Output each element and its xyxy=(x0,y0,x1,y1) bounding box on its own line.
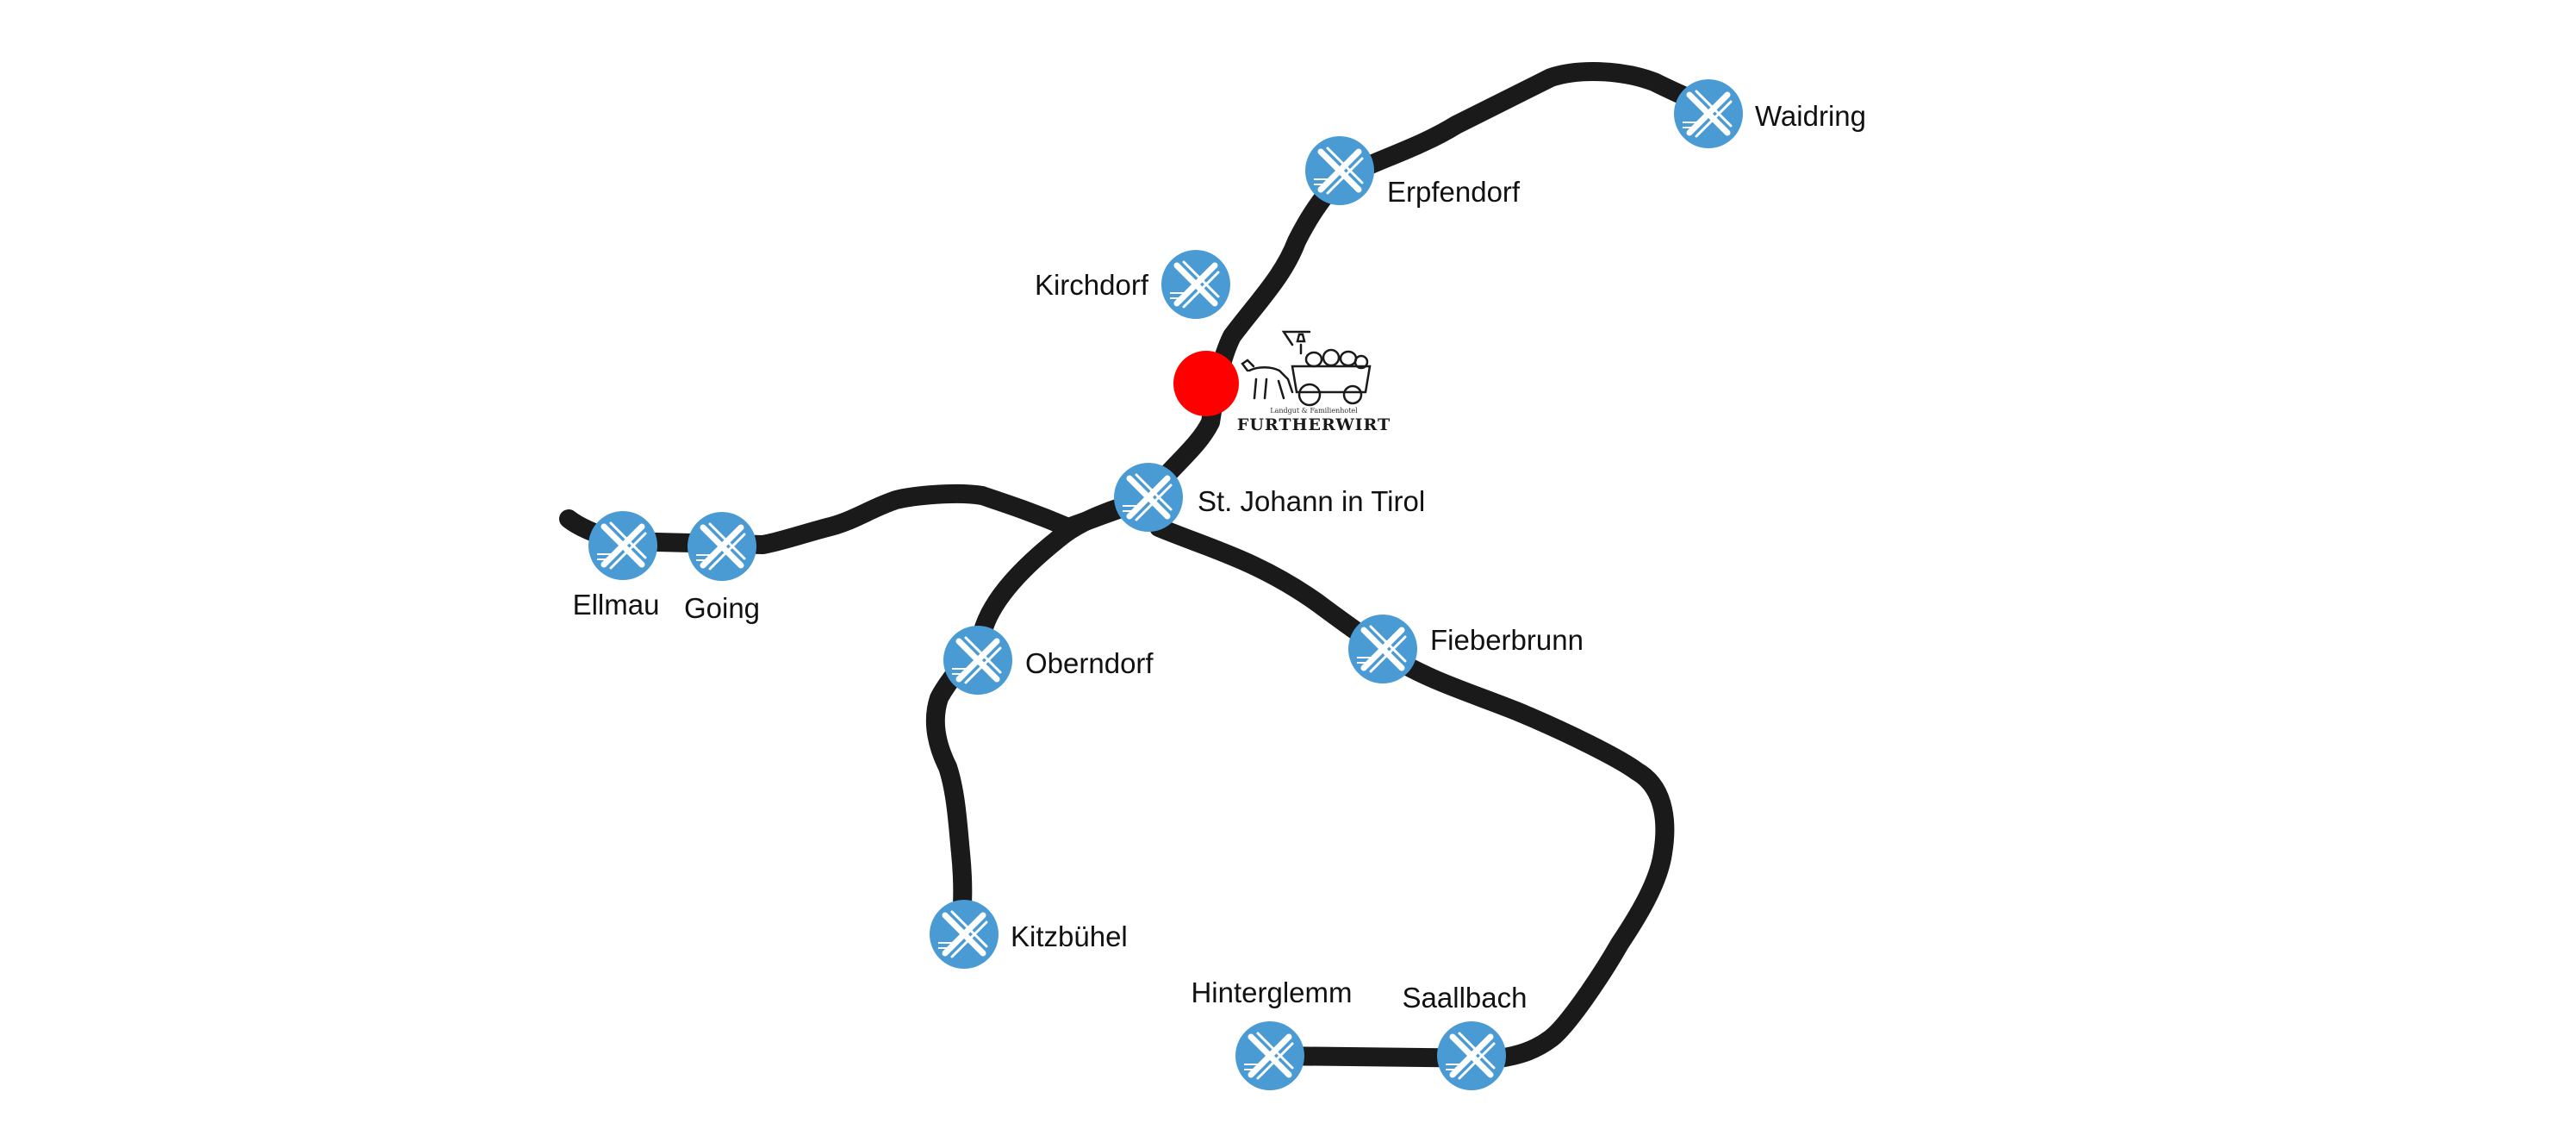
ski-icon xyxy=(1235,1021,1304,1090)
station-hinterglemm[interactable]: Hinterglemm xyxy=(1191,976,1353,1090)
ski-icon xyxy=(930,900,999,969)
ski-icon xyxy=(943,626,1012,695)
station-label: Kirchdorf xyxy=(1035,269,1149,301)
road-stjohann-oberndorf-kitzbuehel xyxy=(925,490,1155,936)
station-going[interactable]: Going xyxy=(684,512,760,624)
station-st-johann[interactable]: St. Johann in Tirol xyxy=(1114,463,1425,532)
logo-name: FURTHERWIRT xyxy=(1237,415,1391,434)
station-label: Waidring xyxy=(1755,100,1866,132)
ski-icon xyxy=(1348,615,1417,683)
station-fieberbrunn[interactable]: Fieberbrunn xyxy=(1348,615,1584,683)
station-oberndorf[interactable]: Oberndorf xyxy=(943,626,1154,695)
station-label: St. Johann in Tirol xyxy=(1198,485,1425,517)
logo-subtitle: Landgut & Familienhotel xyxy=(1270,407,1358,415)
station-kitzbuehel[interactable]: Kitzbühel xyxy=(930,900,1128,969)
station-label: Hinterglemm xyxy=(1191,976,1352,1008)
road-stjohann-fieberbrunn-saalbach xyxy=(1149,518,1675,1068)
ski-icon xyxy=(688,512,756,581)
station-waidring[interactable]: Waidring xyxy=(1674,79,1866,148)
ski-icon xyxy=(1437,1021,1506,1090)
horse-carriage-logo xyxy=(1241,330,1372,407)
station-label: Kitzbühel xyxy=(1011,920,1128,952)
station-label: Oberndorf xyxy=(1025,647,1154,679)
ski-icon xyxy=(1161,250,1230,319)
station-erpfendorf[interactable]: Erpfendorf xyxy=(1305,136,1521,208)
station-kirchdorf[interactable]: Kirchdorf xyxy=(1035,250,1230,319)
ski-icon xyxy=(1114,463,1183,532)
station-label: Fieberbrunn xyxy=(1430,624,1584,656)
hotel-location-marker[interactable] xyxy=(1173,351,1239,416)
ski-icon xyxy=(1305,136,1374,205)
station-label: Ellmau xyxy=(573,589,660,621)
station-ellmau[interactable]: Ellmau xyxy=(573,511,660,621)
road-stjohann-waidring xyxy=(1136,62,1720,509)
ski-icon xyxy=(1674,79,1743,148)
station-saalbach[interactable]: Saallbach xyxy=(1403,982,1528,1090)
ski-icon xyxy=(588,511,657,580)
station-label: Erpfendorf xyxy=(1387,176,1521,208)
furtherwirt-logo: Landgut & Familienhotel FURTHERWIRT xyxy=(1237,330,1391,434)
station-label: Saallbach xyxy=(1403,982,1528,1014)
station-label: Going xyxy=(684,592,760,624)
